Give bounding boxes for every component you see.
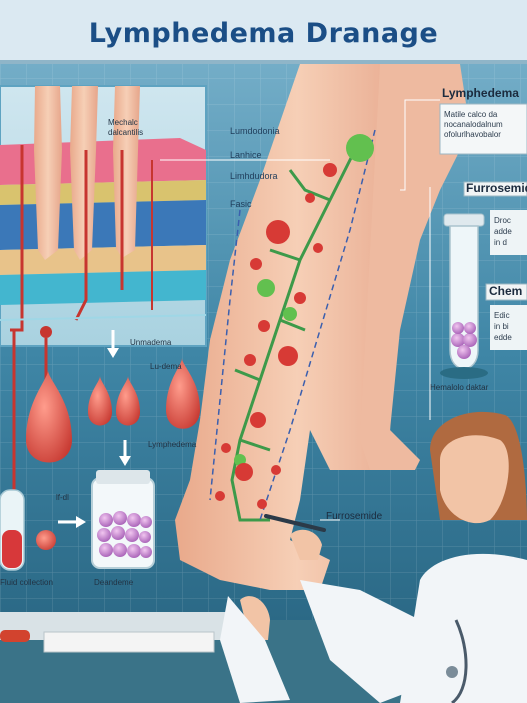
furosemide-note-3: in d [494,238,507,247]
lymphedema-note-1: Matile calco da [444,110,498,119]
label-limdudora: Limhdudora [230,171,278,181]
label-deandeme: Deandeme [94,578,134,587]
lymphedema-header: Lymphedema [442,86,519,100]
label-lumdodonia: Lumdodonia [230,126,280,136]
lymphedema-note-2: nocanalodalnum [444,120,503,129]
label-fasic: Fasic [230,199,252,209]
label-mechalc: Mechalc [108,118,138,127]
chem-header: Chem [489,284,523,298]
label-lymphedema-small: Lymphedema [148,440,197,449]
page-title: Lymphedema Dranage [88,18,439,49]
chem-note-2: in bi [494,322,509,331]
furosemide-header: Furrosemid [466,181,527,195]
chem-note-1: Edic [494,311,510,320]
chem-note-3: edde [494,333,512,342]
lymphedema-note-3: ofolurlhavobalor [444,130,501,139]
tube-caption: Hemalolo daktar [430,383,489,392]
pen-label: Furrosemide [326,511,383,522]
label-fluid-collection: Fluid collection [0,578,53,587]
label-lanhice: Lanhice [230,150,262,160]
label-lu-dema: Unmadema [130,338,172,347]
furosemide-note-2: adde [494,227,512,236]
label-dalcantilis: dalcantilis [108,128,144,137]
label-lfdl: lf-dl [56,493,69,502]
furosemide-note-1: Droc [494,216,511,225]
label-lu-dema-2: Lu-dema [150,362,182,371]
